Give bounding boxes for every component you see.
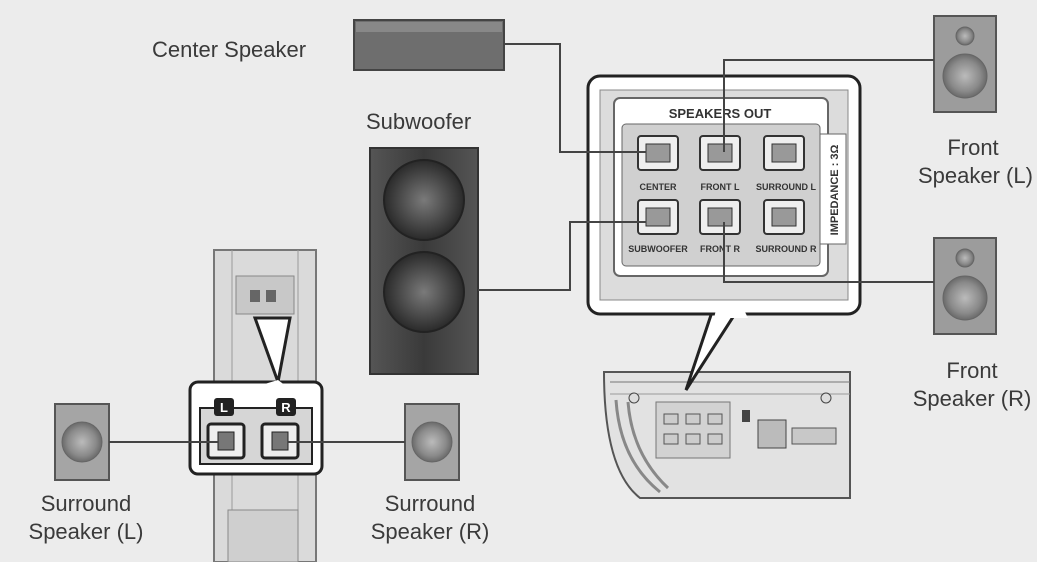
terminal-front-left	[699, 135, 741, 171]
front-speaker-right-line2: Speaker (R)	[912, 386, 1032, 411]
surround-speaker-right-line2: Speaker (R)	[370, 519, 490, 544]
surround-speaker-right-label: Surround Speaker (R)	[370, 490, 490, 546]
tower-right-marker: R	[281, 400, 291, 415]
terminal-subwoofer-label: SUBWOOFER	[628, 244, 688, 254]
wire-subwoofer	[478, 221, 646, 291]
surround-speaker-left	[54, 403, 110, 481]
terminal-subwoofer	[637, 199, 679, 235]
subwoofer	[369, 147, 479, 375]
surround-speaker-left-line1: Surround	[40, 491, 132, 516]
terminal-front-right-label: FRONT R	[700, 244, 740, 254]
main-unit-rear	[602, 371, 851, 499]
terminal-center-label: CENTER	[639, 182, 677, 192]
center-speaker-label: Center Speaker	[152, 37, 307, 62]
front-speaker-left-line1: Front	[947, 135, 999, 160]
terminal-surround-right	[763, 199, 805, 235]
front-speaker-right-label: Front Speaker (R)	[912, 357, 1032, 413]
front-speaker-left-line2: Speaker (L)	[918, 163, 1033, 188]
center-speaker	[353, 19, 505, 71]
wire-center	[504, 43, 646, 153]
tower-left-marker: L	[220, 400, 228, 415]
terminal-front-right	[699, 199, 741, 235]
speaker-wires	[109, 43, 934, 443]
terminal-center	[637, 135, 679, 171]
front-speaker-right	[933, 237, 997, 335]
terminal-surround-left	[763, 135, 805, 171]
tower-callout	[188, 316, 324, 476]
wire-front-right	[723, 222, 934, 283]
surround-speaker-left-line2: Speaker (L)	[28, 519, 144, 544]
terminal-surround-left-label: SURROUND L	[756, 182, 817, 192]
terminal-surround-right-label: SURROUND R	[755, 244, 817, 254]
speakers-out-title: SPEAKERS OUT	[669, 106, 772, 121]
front-speaker-left	[933, 15, 997, 113]
surround-speaker-left-label: Surround Speaker (L)	[26, 490, 146, 546]
surround-speaker-right	[404, 403, 460, 481]
wire-front-left	[723, 59, 934, 152]
front-speaker-left-label: Front Speaker (L)	[918, 134, 1033, 190]
front-speaker-right-line1: Front	[946, 358, 998, 383]
surround-speaker-right-line1: Surround	[384, 491, 476, 516]
impedance-label: IMPEDANCE : 3Ω	[829, 144, 841, 235]
subwoofer-label: Subwoofer	[366, 109, 472, 134]
terminal-front-left-label: FRONT L	[701, 182, 740, 192]
